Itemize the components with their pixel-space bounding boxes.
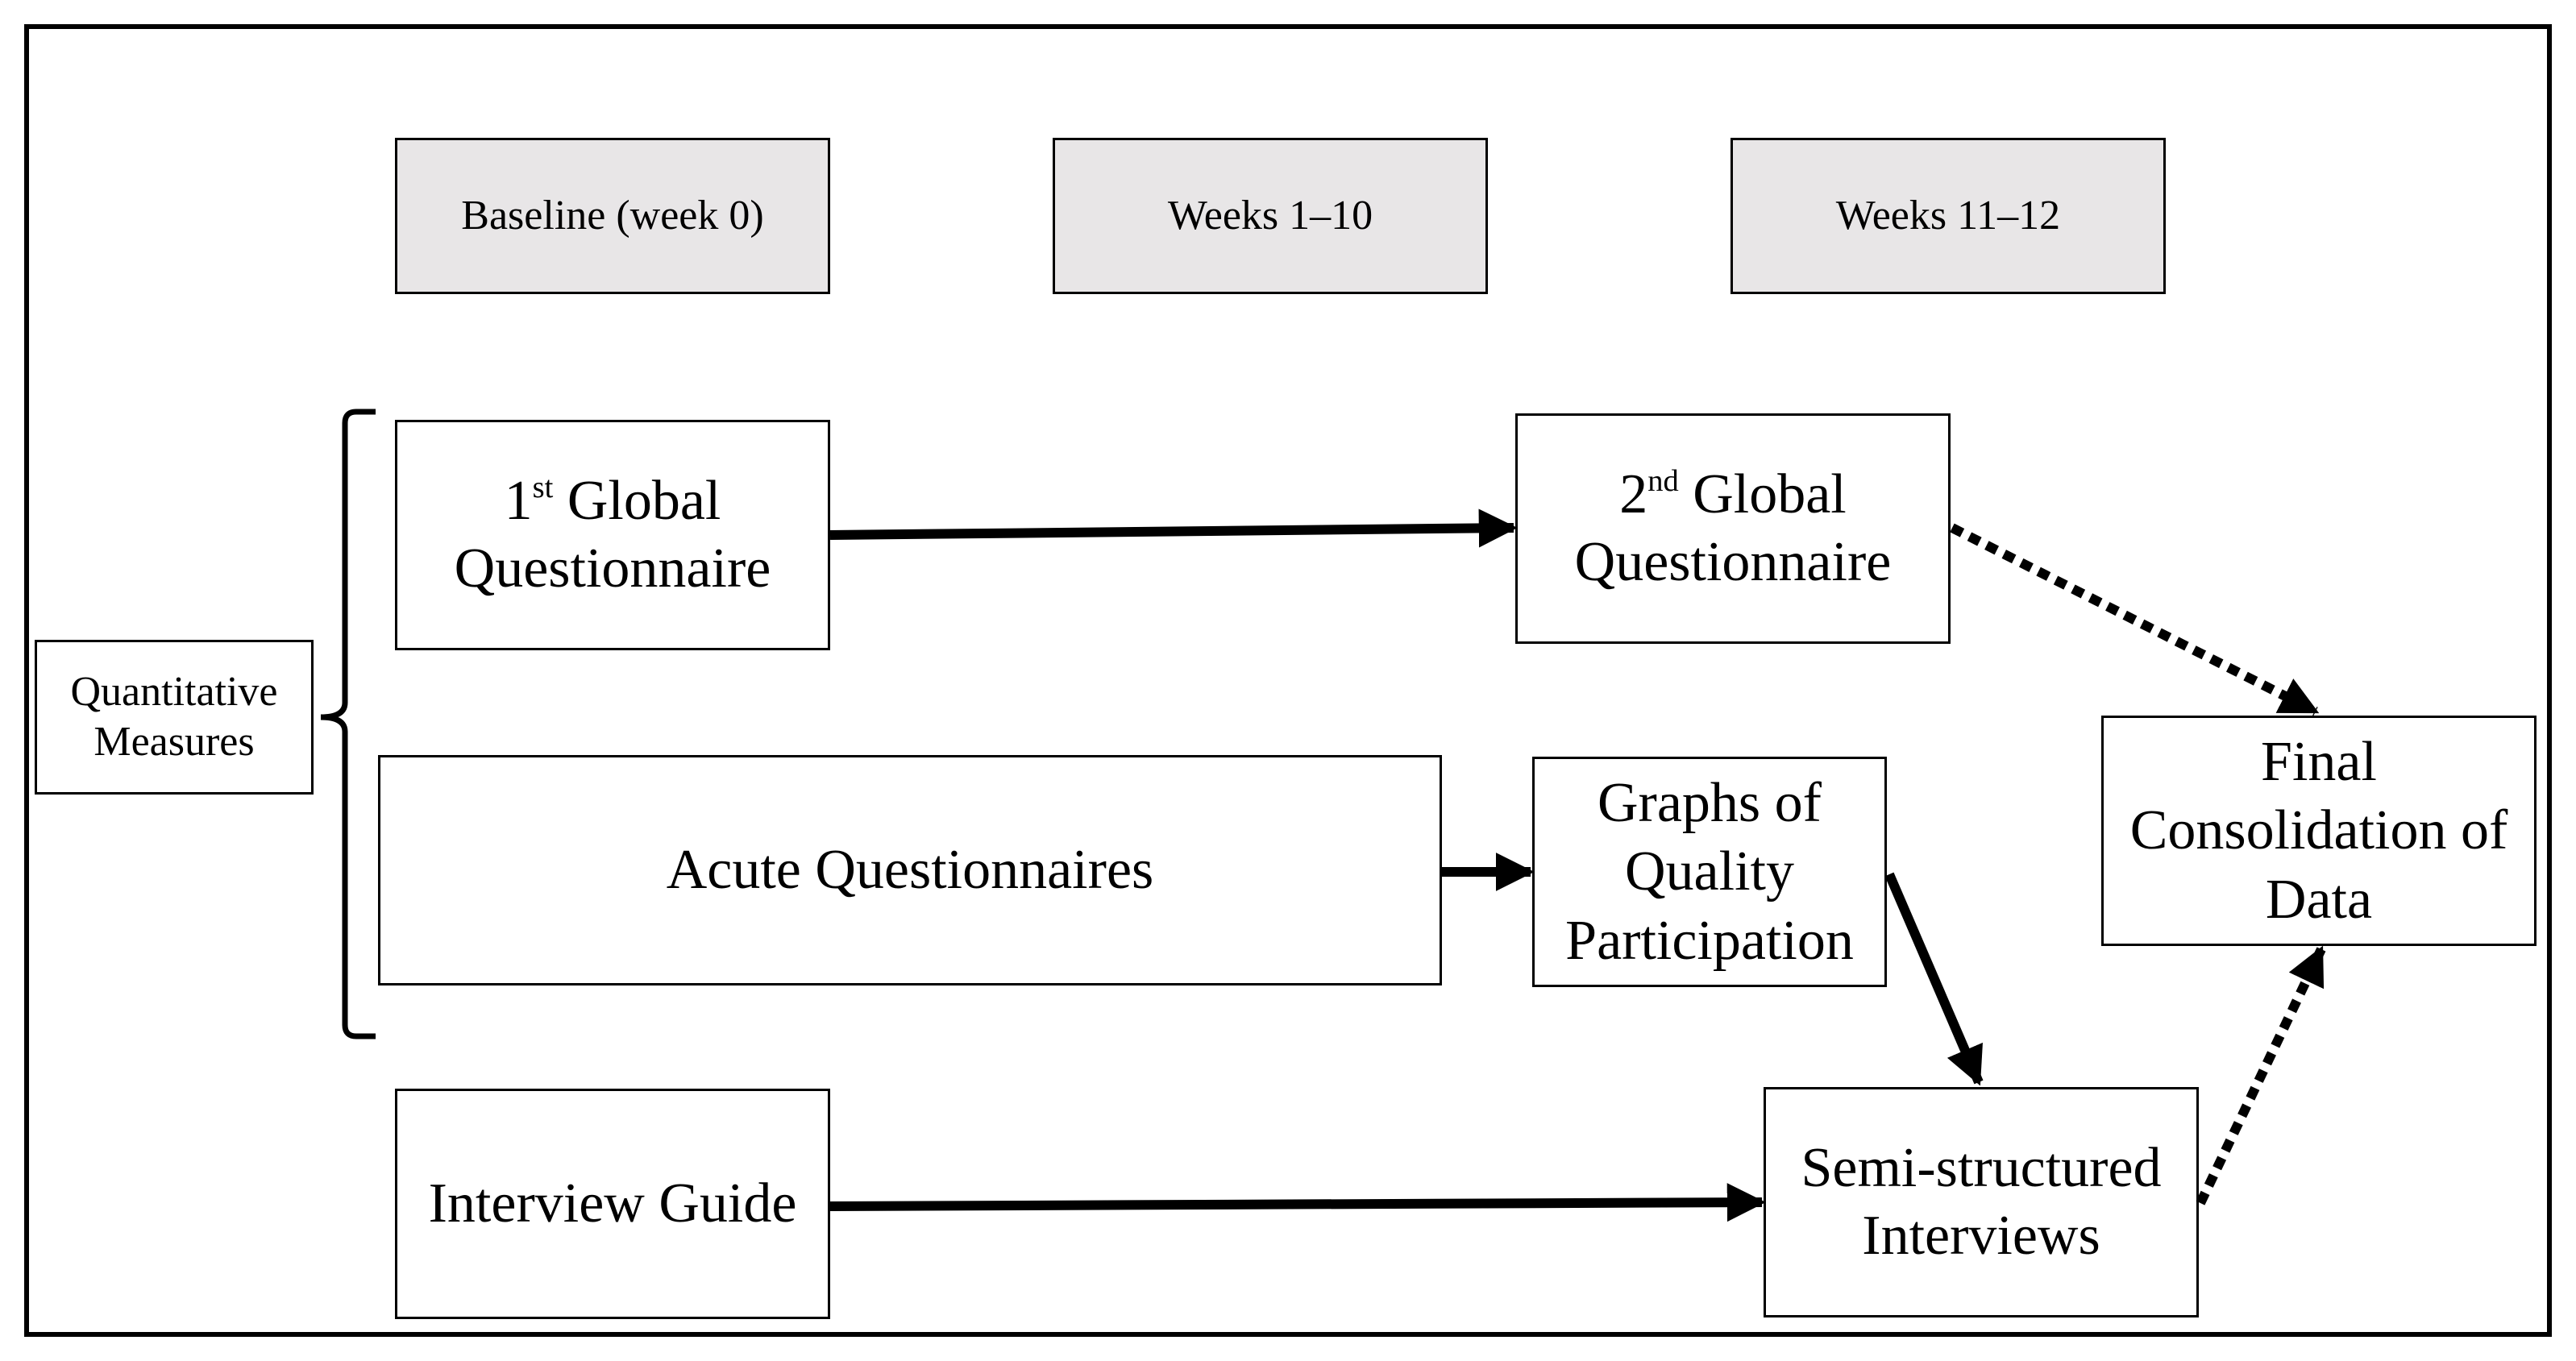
global-questionnaire-1-suffix: st (532, 470, 554, 504)
global-questionnaire-2-line2: Questionnaire (1574, 531, 1892, 593)
graphs-line3: Participation (1565, 909, 1854, 972)
arrow-graphs-to-semi (1884, 872, 1984, 1086)
semi-line2: Interviews (1862, 1205, 2100, 1267)
final-line3: Data (2265, 868, 2373, 931)
dotted-arrow-global2-to-final (1950, 523, 2320, 716)
quantitative-measures-label: Quantitative Measures (35, 640, 314, 795)
final-line1: Final (2261, 730, 2377, 793)
global-questionnaire-2-num: 2 (1619, 463, 1648, 525)
diagram-frame (24, 24, 2552, 1337)
graphs-of-quality-participation: Graphs of Quality Participation (1532, 757, 1887, 987)
global-questionnaire-1-line2: Questionnaire (454, 537, 771, 600)
global-questionnaire-2: 2nd Global Questionnaire (1515, 413, 1951, 644)
global-questionnaire-2-line1: Global (1678, 463, 1847, 525)
global-questionnaire-1: 1st Global Questionnaire (395, 420, 830, 650)
dotted-arrow-semi-to-final (2196, 945, 2326, 1205)
timeline-weeks-11-12: Weeks 11–12 (1730, 138, 2166, 294)
acute-questionnaires: Acute Questionnaires (378, 755, 1442, 985)
arrow-interview-guide-to-semi (829, 1183, 1766, 1222)
timeline-weeks-11-12-label: Weeks 11–12 (1835, 192, 2061, 239)
interview-guide: Interview Guide (395, 1089, 830, 1319)
semi-structured-interviews: Semi-structured Interviews (1764, 1087, 2199, 1317)
timeline-baseline: Baseline (week 0) (395, 138, 830, 294)
quantitative-measures-line1: Quantitative (70, 668, 278, 715)
timeline-baseline-label: Baseline (week 0) (461, 192, 764, 239)
arrow-global1-to-global2 (829, 508, 1518, 548)
final-line2: Consolidation of (2129, 799, 2508, 862)
global-questionnaire-1-num: 1 (504, 470, 533, 532)
interview-guide-label: Interview Guide (428, 1172, 797, 1234)
global-questionnaire-1-line1: Global (553, 470, 721, 532)
quantitative-measures-line2: Measures (93, 719, 255, 765)
quantitative-bracket (320, 409, 376, 1039)
semi-line1: Semi-structured (1801, 1137, 2162, 1199)
timeline-weeks-1-10-label: Weeks 1–10 (1167, 192, 1373, 239)
timeline-weeks-1-10: Weeks 1–10 (1053, 138, 1488, 294)
acute-questionnaires-label: Acute Questionnaires (666, 839, 1154, 901)
graphs-line1: Graphs of (1598, 771, 1822, 834)
global-questionnaire-2-suffix: nd (1647, 463, 1679, 498)
final-consolidation-of-data: Final Consolidation of Data (2101, 716, 2537, 946)
graphs-line2: Quality (1625, 840, 1794, 903)
